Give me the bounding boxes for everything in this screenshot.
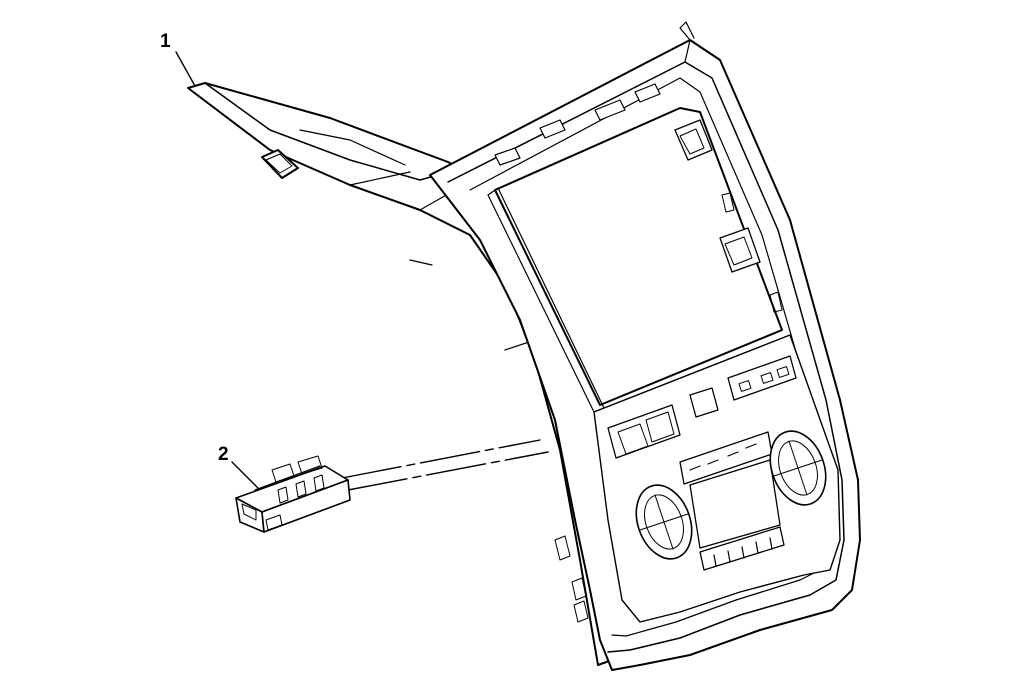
switch-assembly <box>235 455 351 533</box>
leader-line-1 <box>175 51 196 87</box>
side-latches <box>674 119 783 313</box>
callout-label-1: 1 <box>160 31 171 52</box>
callout-label-2: 2 <box>218 444 229 465</box>
housing-edge-clips <box>554 535 589 623</box>
installation-guide-line <box>341 439 549 491</box>
leader-line-2 <box>231 461 259 489</box>
lower-control-panel <box>593 334 841 623</box>
